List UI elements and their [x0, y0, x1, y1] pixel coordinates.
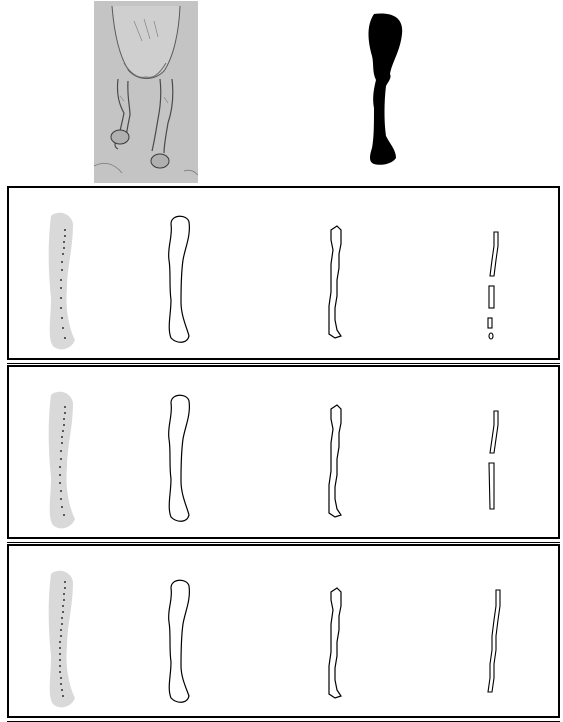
- result-panel-3: [7, 544, 560, 718]
- shaded-leg-with-medial-axis: [43, 546, 83, 716]
- result-panel-2: [7, 365, 560, 539]
- shaded-leg-with-medial-axis: [43, 367, 83, 537]
- outer-contour: [159, 188, 209, 358]
- horse-sketch-drawing: [94, 1, 198, 183]
- outer-contour: [159, 546, 209, 716]
- top-row: [0, 0, 563, 184]
- outer-contour: [159, 367, 209, 537]
- simplified-contour: [319, 367, 359, 537]
- fragmented-skeleton: [474, 367, 504, 537]
- leg-silhouette-shape: [362, 12, 410, 168]
- horse-sketch-image: [94, 1, 198, 183]
- simplified-contour: [319, 188, 359, 358]
- result-panel-1: [7, 186, 560, 360]
- fragmented-skeleton: [474, 546, 504, 716]
- simplified-contour: [319, 546, 359, 716]
- shaded-leg-with-medial-axis: [43, 188, 83, 358]
- leg-silhouette-image: [362, 12, 410, 168]
- fragmented-skeleton: [474, 188, 504, 358]
